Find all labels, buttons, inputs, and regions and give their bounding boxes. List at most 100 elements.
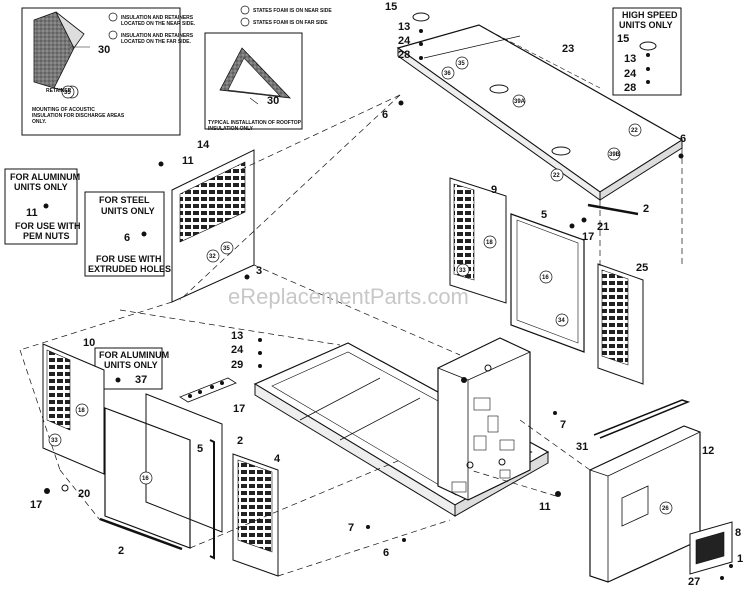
callout: 24 — [398, 35, 411, 47]
steel-1: FOR STEEL — [99, 195, 150, 205]
steel-2: UNITS ONLY — [101, 206, 155, 216]
callout: 1 — [737, 553, 743, 565]
control-panel-assembly — [437, 337, 531, 501]
alum-mid-2: UNITS ONLY — [104, 360, 158, 370]
watermark: eReplacementParts.com — [228, 284, 469, 309]
callout-labels: 15 13 24 28 23 15 13 24 28 6 6 30 30 11 … — [26, 1, 743, 588]
leader-lines — [19, 94, 683, 577]
circle-label: 16 — [542, 275, 549, 281]
callout: 25 — [636, 262, 648, 274]
circle-label: 35 — [458, 61, 465, 67]
callout: 6 — [124, 232, 130, 244]
callout: 13 — [398, 21, 410, 33]
bracket-strip — [179, 377, 237, 403]
callout: 2 — [118, 545, 124, 557]
callout: 15 — [385, 1, 397, 13]
callout: 8 — [735, 527, 741, 539]
high-speed-box — [612, 7, 682, 96]
circle-label: 18 — [486, 240, 493, 246]
note-ins-near-2: LOCATED ON THE NEAR SIDE. — [121, 21, 196, 27]
callout: 10 — [83, 337, 95, 349]
callout: 3 — [256, 265, 262, 277]
callout: 5 — [541, 209, 547, 221]
circle-label: 26 — [662, 506, 669, 512]
display-module — [689, 521, 733, 575]
aluminum-units-box-2 — [94, 347, 163, 390]
callout: 6 — [680, 133, 686, 145]
callout: 29 — [231, 359, 243, 371]
callout: 30 — [98, 44, 110, 56]
alum-mid-1: FOR ALUMINUM — [99, 350, 169, 360]
callout: 17 — [582, 231, 594, 243]
callout: 12 — [702, 445, 714, 457]
callout: 27 — [688, 576, 700, 588]
callout: 20 — [78, 488, 90, 500]
note-far-side: STATES FOAM IS ON FAR SIDE — [253, 20, 328, 26]
strip-2c — [99, 517, 183, 551]
callout: 2 — [237, 435, 243, 447]
callout: 17 — [30, 499, 42, 511]
note-near-side: STATES FOAM IS ON NEAR SIDE — [253, 8, 332, 14]
callout: 23 — [562, 43, 574, 55]
pem-1: FOR USE WITH — [15, 221, 81, 231]
panel-25 — [597, 263, 644, 385]
callout: 21 — [597, 221, 609, 233]
circle-label: 35 — [223, 246, 230, 252]
note-mounting-1: MOUNTING OF ACOUSTIC — [32, 107, 95, 113]
callout: 13 — [231, 330, 243, 342]
circle-label: 18 — [78, 408, 85, 414]
callout: 11 — [26, 207, 38, 219]
callout: 28 — [624, 82, 636, 94]
callout: 30 — [267, 95, 279, 107]
circle-label: 33 — [51, 438, 58, 444]
callout: 28 — [398, 49, 410, 61]
callout: 4 — [274, 453, 281, 465]
circle-label: 32 — [209, 254, 216, 260]
aluminum-units-box — [4, 168, 78, 245]
callout: 7 — [348, 522, 354, 534]
callout: 24 — [624, 68, 637, 80]
callout: 24 — [231, 344, 244, 356]
circle-label: 39B — [609, 152, 621, 158]
callout: 37 — [135, 374, 147, 386]
steel-units-box — [84, 191, 165, 277]
high-speed-1: HIGH SPEED — [622, 10, 678, 20]
note-ins-far-2: LOCATED ON THE FAR SIDE. — [121, 39, 192, 45]
note-rooftop-2: INSULATION ONLY — [208, 126, 254, 132]
note-retainer: RETAINER — [46, 88, 72, 94]
alum-top-1: FOR ALUMINUM — [10, 172, 80, 182]
callout: 6 — [382, 109, 388, 121]
callout: 17 — [233, 403, 245, 415]
rooftop-insulation-box — [204, 32, 303, 130]
callout: 7 — [560, 419, 566, 431]
circle-label: 35 — [64, 90, 71, 96]
panel-16-lower — [104, 393, 223, 549]
callout: 6 — [383, 547, 389, 559]
note-rooftop-1: TYPICAL INSTALLATION OF ROOFTOP — [208, 120, 302, 126]
hardware — [43, 12, 733, 580]
strip-31 — [593, 399, 691, 439]
circle-label: 34 — [558, 318, 565, 324]
circle-label: 16 — [142, 476, 149, 482]
callout: 31 — [576, 441, 588, 453]
callout: 9 — [491, 184, 497, 196]
callout: 14 — [197, 139, 210, 151]
high-speed-2: UNITS ONLY — [619, 20, 673, 30]
note-mounting-2: INSULATION FOR DISCHARGE AREAS — [32, 113, 125, 119]
callout: 11 — [182, 155, 194, 167]
note-text: STATES FOAM IS ON NEAR SIDE STATES FOAM … — [32, 8, 332, 132]
panel-4 — [232, 453, 279, 577]
callout: 2 — [643, 203, 649, 215]
panel-14 — [171, 149, 255, 303]
callout: 13 — [624, 53, 636, 65]
callout: 15 — [617, 33, 629, 45]
extruded-1: FOR USE WITH — [96, 254, 162, 264]
circle-label: 36 — [444, 71, 451, 77]
callout: 11 — [539, 501, 551, 513]
strip-2a — [587, 203, 639, 216]
circle-label: 39A — [514, 99, 526, 105]
note-ins-far-1: INSULATION AND RETAINERS — [121, 33, 194, 39]
note-ins-near-1: INSULATION AND RETAINERS — [121, 15, 194, 21]
